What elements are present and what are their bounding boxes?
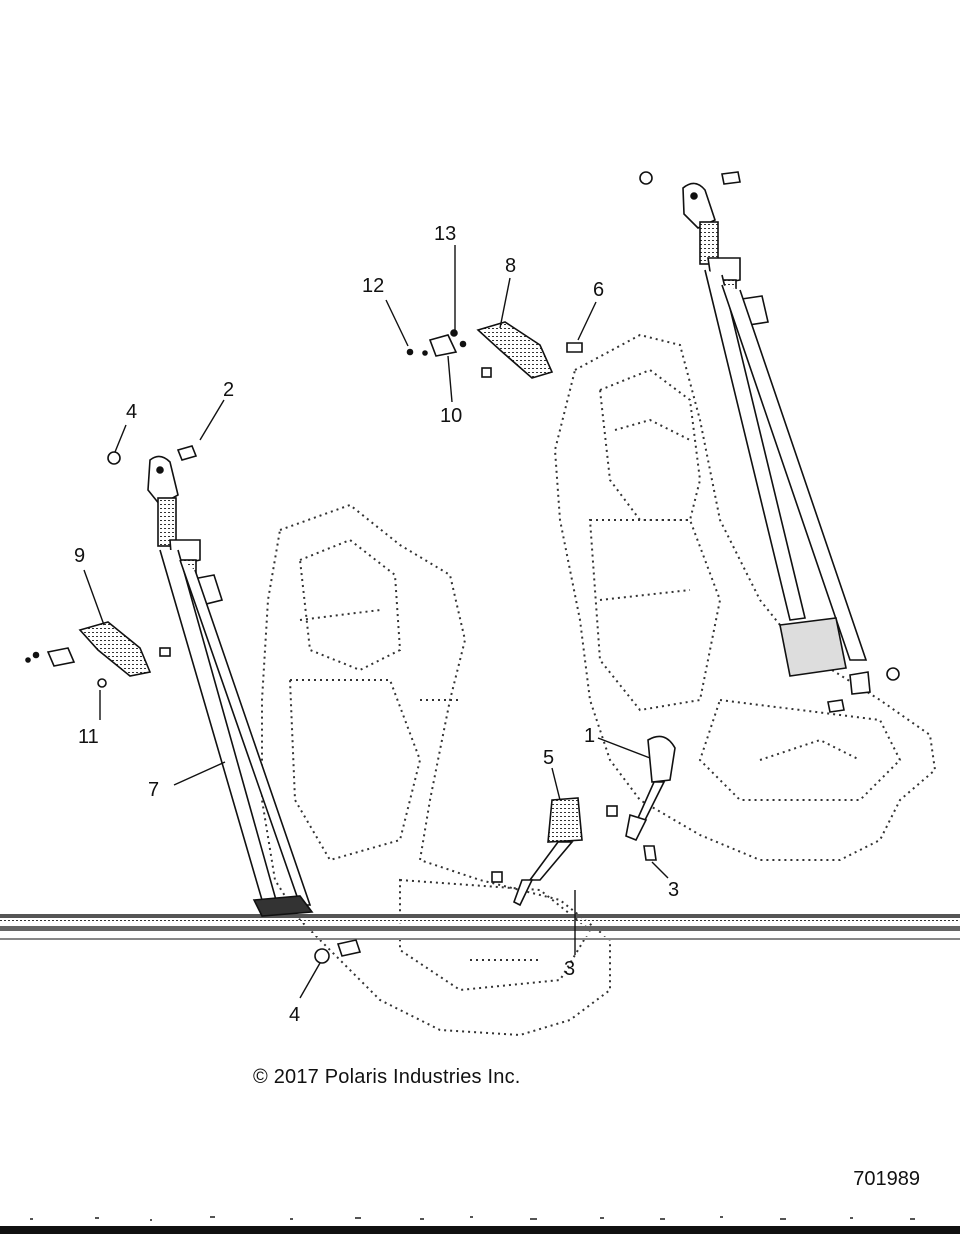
left-seat-outline: [261, 503, 611, 1037]
buckle-right: [606, 735, 676, 861]
hardware-left: [107, 445, 362, 964]
callout-3-right: 3: [668, 879, 679, 901]
callout-5: 5: [543, 747, 554, 769]
callout-11: 11: [78, 726, 99, 748]
callout-2: 2: [223, 379, 234, 401]
callout-4-bottom: 4: [289, 1004, 300, 1026]
figure-number: 701989: [853, 1168, 920, 1190]
floor-band: [0, 914, 960, 940]
leader-lines: [83, 245, 669, 999]
copyright-notice: © 2017 Polaris Industries Inc.: [253, 1066, 521, 1088]
callout-10: 10: [440, 405, 462, 427]
left-bracket-group: [25, 621, 171, 688]
buckle-left: [491, 797, 583, 907]
scan-artifact-row: [30, 1216, 915, 1221]
callout-4-top: 4: [126, 401, 137, 423]
callout-13: 13: [434, 223, 456, 245]
callout-1: 1: [584, 725, 595, 747]
callout-labels: 13 12 8 6 10 2 4 9 11 7 5 1 3 3 4: [74, 223, 679, 1026]
bottom-border-bar: [0, 1226, 960, 1234]
callout-8: 8: [505, 255, 516, 277]
callout-9: 9: [74, 545, 85, 567]
callout-7: 7: [148, 779, 159, 801]
right-seat-outline: [553, 333, 937, 861]
hardware-right: [639, 171, 900, 713]
left-seat-belt-assembly: [147, 455, 314, 917]
upper-bracket-group: [406, 321, 583, 379]
callout-3-bottom: 3: [564, 958, 575, 980]
callout-6: 6: [593, 279, 604, 301]
callout-12: 12: [362, 275, 384, 297]
right-seat-belt-assembly: [682, 182, 871, 695]
